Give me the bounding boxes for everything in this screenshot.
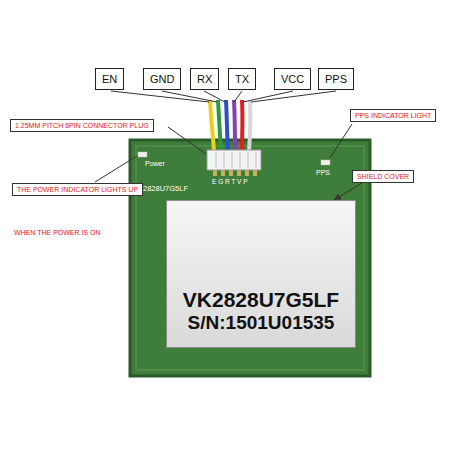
silkscreen-label: Power xyxy=(145,160,165,167)
box-text: PPS INDICATOR LIGHT xyxy=(355,112,431,119)
wire-bundle xyxy=(210,100,250,152)
silkscreen-label: PPS xyxy=(316,169,330,176)
pin-letters: E G R T V P xyxy=(212,178,248,185)
part-marking: S/N:1501U01535 xyxy=(188,312,335,335)
box-text: GND xyxy=(150,73,174,85)
callout-box: PPS INDICATOR LIGHT xyxy=(350,109,436,122)
box-text: THE POWER INDICATOR LIGHTS UP xyxy=(17,186,138,193)
box-text: EN xyxy=(102,73,117,85)
connector-housing xyxy=(207,150,261,170)
pin-name-box: RX xyxy=(190,68,219,90)
box-text: SHIELD COVER xyxy=(357,173,409,180)
pcb-board xyxy=(130,140,370,376)
pcb-edge xyxy=(136,146,364,370)
header-pins xyxy=(213,170,257,176)
callout-box: SHIELD COVER xyxy=(352,170,414,183)
note-text: WHEN THE POWER IS ON xyxy=(14,229,101,236)
pin-name-box: TX xyxy=(228,68,256,90)
power-led xyxy=(138,152,147,157)
shield-cover: VK2828U7G5LFS/N:1501U01535 xyxy=(166,200,356,348)
connector-ribs xyxy=(216,152,256,168)
box-text: RX xyxy=(197,73,212,85)
callout-box: THE POWER INDICATOR LIGHTS UP xyxy=(12,183,143,196)
pps-led xyxy=(321,160,330,165)
box-text: 1.25MM PITCH 6PIN CONNECTOR PLUG xyxy=(15,122,149,129)
silkscreen-label: 2828U7G5LF xyxy=(143,184,188,193)
box-text: VCC xyxy=(281,73,304,85)
callout-box: 1.25MM PITCH 6PIN CONNECTOR PLUG xyxy=(10,119,154,132)
box-text: PPS xyxy=(325,73,347,85)
part-marking: VK2828U7G5LF xyxy=(183,287,339,312)
pin-name-box: VCC xyxy=(274,68,311,90)
pin-name-box: EN xyxy=(95,68,124,90)
pin-leader-lines xyxy=(111,91,336,102)
leader-arrow xyxy=(334,183,362,200)
box-text: TX xyxy=(235,73,249,85)
pin-name-box: GND xyxy=(143,68,181,90)
callout-leader-lines xyxy=(95,124,352,182)
pin-name-box: PPS xyxy=(318,68,354,90)
